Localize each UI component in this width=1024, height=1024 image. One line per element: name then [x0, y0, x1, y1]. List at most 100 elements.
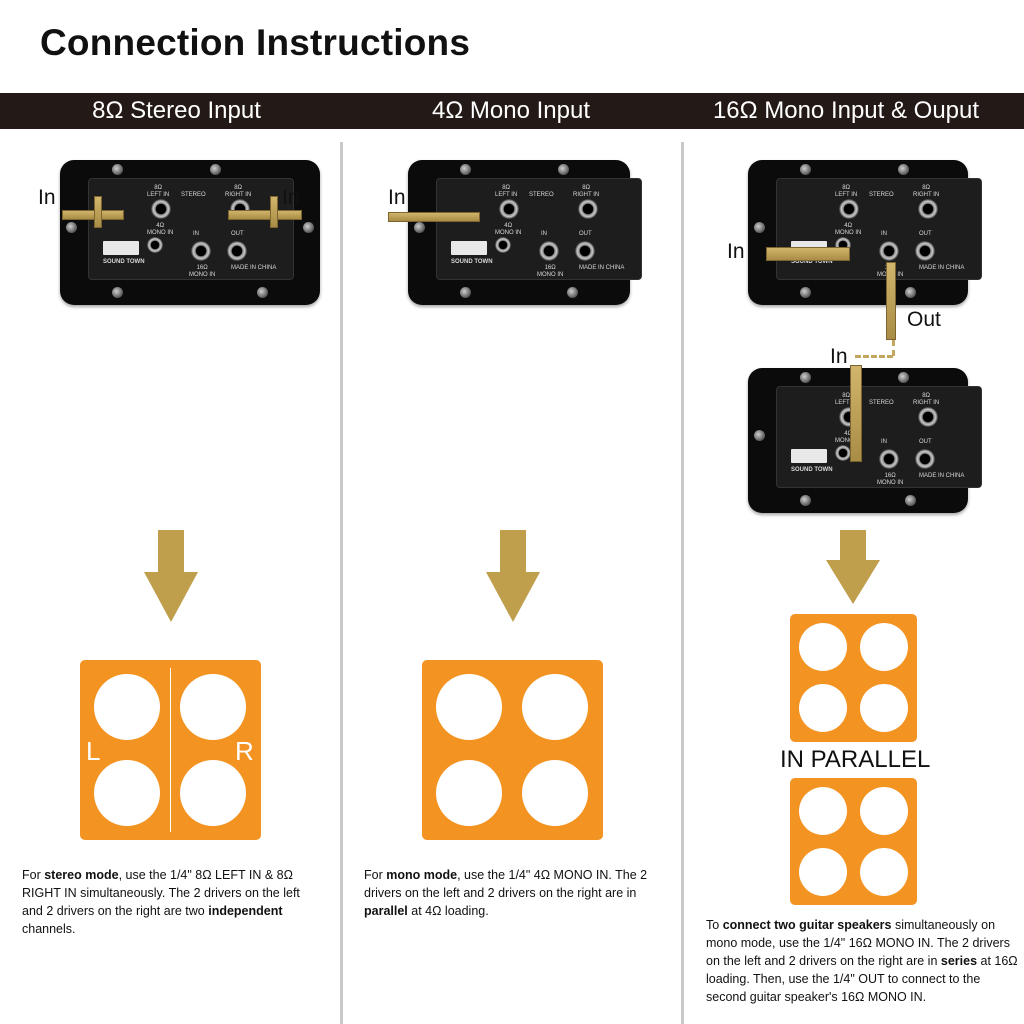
screw-icon — [558, 164, 569, 175]
mono-in-16-jack[interactable] — [879, 241, 899, 261]
right-in-jack[interactable] — [918, 199, 938, 219]
made-in-label: MADE IN CHINA — [919, 473, 965, 479]
screw-icon — [800, 495, 811, 506]
mono-in-16-jack[interactable] — [191, 241, 211, 261]
speaker-driver — [94, 674, 160, 740]
link-dotted-line — [855, 355, 893, 358]
left-in-jack[interactable] — [499, 199, 519, 219]
out-label: OUT — [919, 439, 932, 445]
left-channel-label: L — [86, 736, 101, 766]
screw-icon — [460, 287, 471, 298]
speaker-driver — [860, 787, 908, 835]
speaker-driver — [860, 684, 908, 732]
brand-label: SOUND TOWN — [791, 259, 833, 265]
mono-in-16-jack[interactable] — [879, 449, 899, 469]
column-heading-stereo: 8Ω Stereo Input — [92, 97, 261, 124]
screw-icon — [257, 287, 268, 298]
cable-right-end — [270, 196, 278, 228]
screw-icon — [898, 372, 909, 383]
column-heading-mono: 4Ω Mono Input — [431, 97, 591, 124]
right-in-jack[interactable] — [918, 407, 938, 427]
brand-label: SOUND TOWN — [103, 259, 145, 265]
column-heading-series: 16Ω Mono Input & Ouput — [712, 97, 980, 124]
stereo-label: STEREO — [529, 192, 554, 198]
made-in-label: MADE IN CHINA — [579, 265, 625, 271]
in-cable-label: In — [38, 186, 56, 209]
screw-icon — [112, 287, 123, 298]
serial-sticker — [791, 449, 827, 463]
speaker-driver — [436, 760, 502, 826]
mono-in-4-jack[interactable] — [835, 445, 851, 461]
screw-icon — [303, 222, 314, 233]
cable-mono-in — [388, 212, 480, 222]
speaker-driver — [522, 674, 588, 740]
column-divider — [340, 142, 343, 1024]
stereo-instructions: For stereo mode, use the 1/4" 8Ω LEFT IN… — [22, 868, 300, 936]
out-jack[interactable] — [227, 241, 247, 261]
out-jack[interactable] — [915, 449, 935, 469]
left-in-jack[interactable] — [839, 199, 859, 219]
in-parallel-label: IN PARALLEL — [780, 746, 931, 773]
mono-in-4-jack[interactable] — [147, 237, 163, 253]
speaker-driver — [180, 674, 246, 740]
arrow-down-icon — [826, 530, 880, 604]
out-label: OUT — [579, 231, 592, 237]
left-in-jack[interactable] — [151, 199, 171, 219]
cable-left-end — [94, 196, 102, 228]
cabinet-stereo: L R — [80, 660, 261, 840]
out-label: OUT — [231, 231, 244, 237]
arrow-down-icon — [486, 530, 540, 622]
mono-instructions: For mono mode, use the 1/4" 4Ω MONO IN. … — [364, 868, 648, 918]
out-jack[interactable] — [915, 241, 935, 261]
mono-in-4-jack[interactable] — [495, 237, 511, 253]
right-in-jack[interactable] — [578, 199, 598, 219]
in-label: IN — [541, 231, 547, 237]
in-cable-label: In — [830, 345, 848, 368]
page-title: Connection Instructions — [40, 22, 471, 63]
stereo-label: STEREO — [869, 192, 894, 198]
in-label: IN — [881, 231, 887, 237]
speaker-driver — [180, 760, 246, 826]
screw-icon — [800, 164, 811, 175]
serial-sticker — [103, 241, 139, 255]
screw-icon — [567, 287, 578, 298]
link-dotted-line — [892, 340, 895, 356]
out-cable-label: Out — [907, 308, 941, 331]
speaker-driver — [799, 848, 847, 896]
serial-sticker — [451, 241, 487, 255]
speaker-driver — [799, 623, 847, 671]
brand-label: SOUND TOWN — [451, 259, 493, 265]
screw-icon — [112, 164, 123, 175]
screw-icon — [905, 287, 916, 298]
mono-in-16-jack[interactable] — [539, 241, 559, 261]
screw-icon — [460, 164, 471, 175]
in-cable-label: In — [388, 186, 406, 209]
cable-right-in — [228, 210, 302, 220]
column-divider — [681, 142, 684, 1024]
screw-icon — [898, 164, 909, 175]
screw-icon — [754, 430, 765, 441]
screw-icon — [414, 222, 425, 233]
channel-divider — [170, 668, 171, 832]
screw-icon — [210, 164, 221, 175]
column-header-bar: 8Ω Stereo Input 4Ω Mono Input 16Ω Mono I… — [0, 93, 1024, 129]
out-jack[interactable] — [575, 241, 595, 261]
speaker-driver — [436, 674, 502, 740]
